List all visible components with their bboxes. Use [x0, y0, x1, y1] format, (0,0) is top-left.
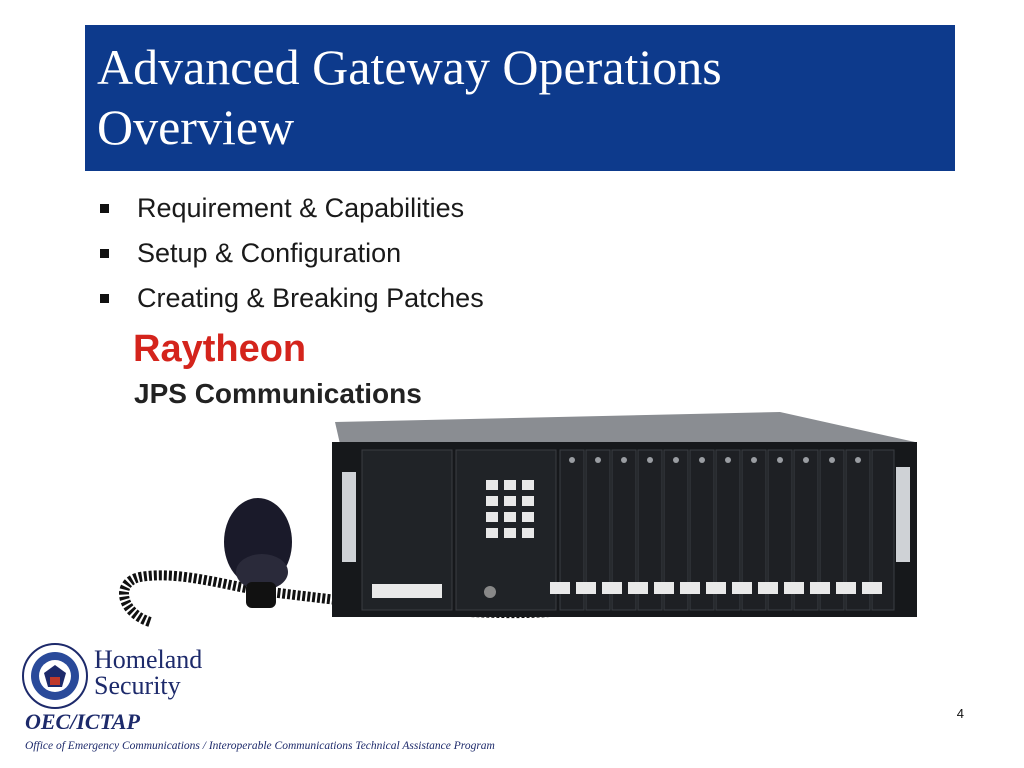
bullet-text: Creating & Breaking Patches: [137, 283, 484, 313]
page-number: 4: [956, 706, 964, 721]
dept-line1: Homeland: [94, 645, 203, 674]
slide-title-line2: Overview: [97, 99, 295, 155]
office-name: Office of Emergency Communications / Int…: [25, 740, 495, 752]
homeland-security-wordmark: Homeland Security: [94, 647, 202, 699]
title-bar: Advanced Gateway Operations Overview: [85, 25, 955, 171]
dept-line2: Security: [94, 671, 181, 700]
jps-communications-logo: JPS Communications: [134, 378, 422, 409]
dhs-seal-icon: [22, 643, 88, 709]
bullet-list: Requirement & Capabilities Setup & Confi…: [100, 186, 484, 321]
program-name: OEC/ICTAP: [25, 709, 140, 734]
bullet-square-icon: [100, 249, 109, 258]
bullet-item: Setup & Configuration: [100, 231, 484, 276]
slide-title-line1: Advanced Gateway Operations: [97, 39, 722, 95]
bullet-text: Setup & Configuration: [137, 238, 402, 268]
bullet-square-icon: [100, 294, 109, 303]
bullet-square-icon: [100, 204, 109, 213]
bullet-item: Requirement & Capabilities: [100, 186, 484, 231]
bullet-item: Creating & Breaking Patches: [100, 276, 484, 321]
raytheon-logo: Raytheon: [133, 328, 307, 370]
slide-title: Advanced Gateway Operations Overview: [97, 37, 943, 157]
bullet-text: Requirement & Capabilities: [137, 193, 465, 223]
gateway-device-image: [119, 412, 917, 627]
